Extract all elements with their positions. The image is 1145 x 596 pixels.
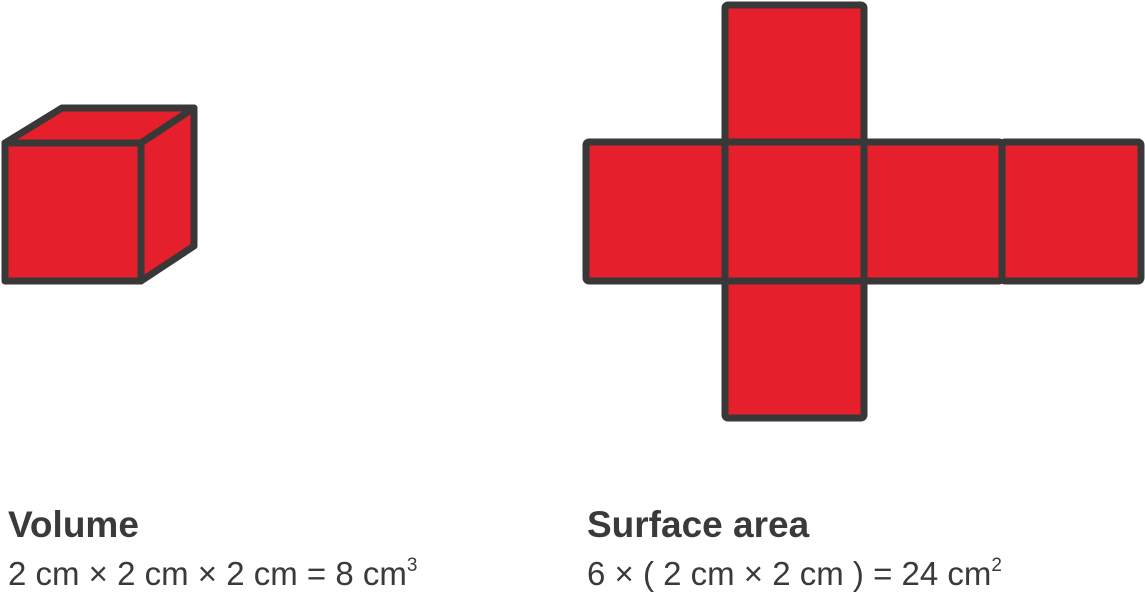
net-face-top	[721, 1, 868, 148]
cube-right-face	[137, 104, 198, 285]
net-face-right	[860, 138, 1006, 285]
volume-formula-text: 2 cm × 2 cm × 2 cm = 8 cm	[8, 555, 407, 592]
surface-area-formula: 6 × ( 2 cm × 2 cm ) = 24 cm2	[587, 555, 1002, 592]
cube-3d	[1, 104, 198, 285]
surface-area-formula-text: 6 × ( 2 cm × 2 cm ) = 24 cm	[587, 555, 992, 592]
net-face-far-right	[998, 138, 1145, 285]
volume-exponent: 3	[406, 555, 418, 576]
cube-front-face	[1, 139, 145, 285]
cube-net	[582, 1, 1145, 422]
volume-title: Volume	[8, 504, 139, 545]
net-face-bottom	[721, 277, 868, 422]
net-face-center	[721, 138, 868, 285]
volume-formula: 2 cm × 2 cm × 2 cm = 8 cm3	[8, 555, 418, 592]
surface-area-title: Surface area	[587, 504, 810, 545]
surface-area-exponent: 2	[991, 555, 1002, 576]
net-face-left	[582, 138, 729, 285]
